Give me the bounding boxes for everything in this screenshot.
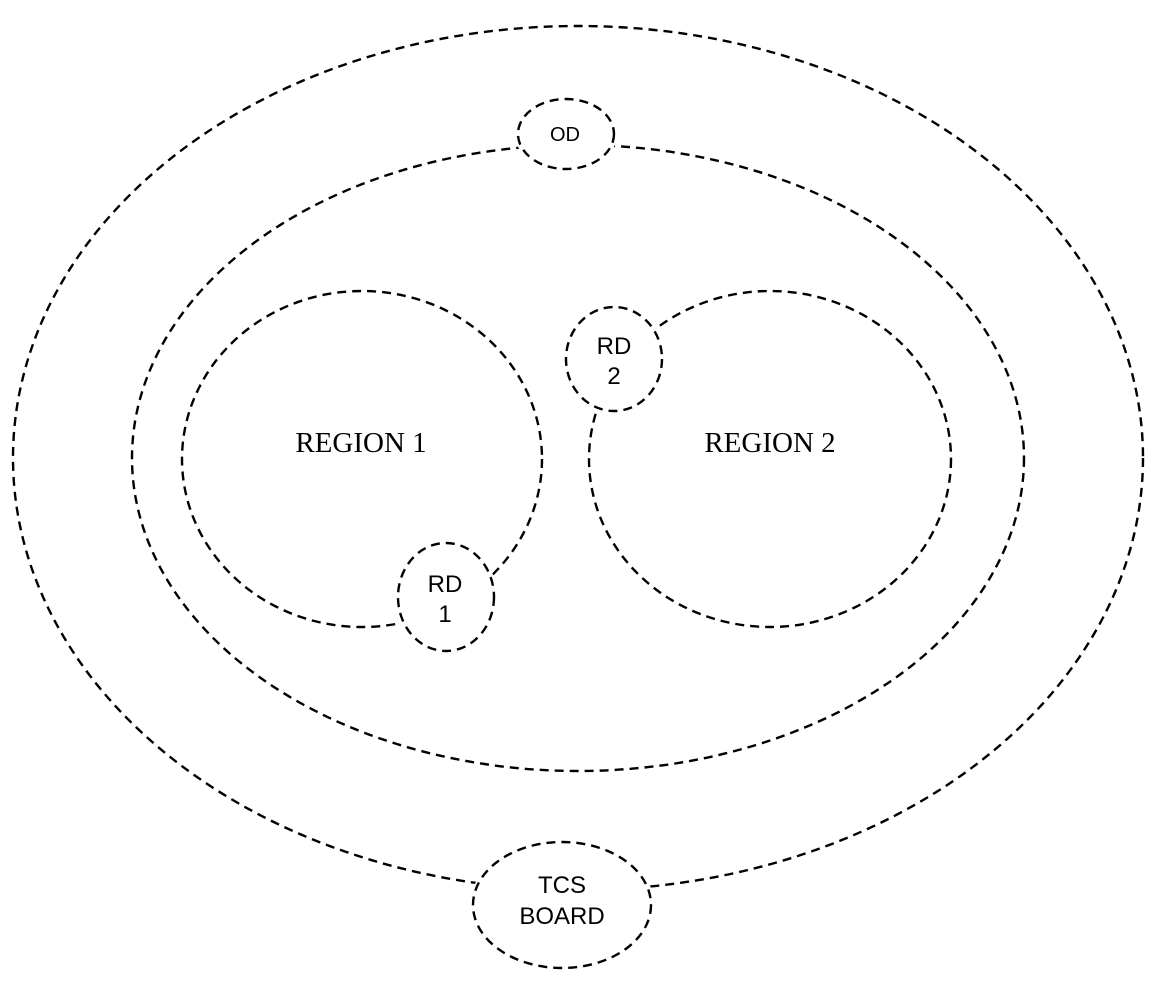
middle-boundary-ellipse (130, 143, 1026, 773)
rd2-node: RD 2 (563, 304, 665, 414)
rd1-node: RD 1 (395, 540, 497, 654)
od-node: OD (515, 96, 617, 172)
rd2-label-line1: RD (597, 333, 632, 360)
region-1-ellipse (180, 289, 544, 629)
rd1-label-line1: RD (428, 571, 463, 598)
od-label: OD (550, 124, 580, 146)
region-2-label: REGION 2 (704, 427, 835, 459)
rd2-label-line2: 2 (607, 363, 620, 390)
tcs-board-label-line2: BOARD (519, 903, 604, 930)
tcs-board-label-line1: TCS (538, 872, 586, 899)
tcs-board-node: TCS BOARD (470, 839, 654, 971)
region-1-label: REGION 1 (295, 427, 426, 459)
region-2-ellipse (587, 289, 953, 629)
rd1-label-line2: 1 (438, 601, 451, 628)
